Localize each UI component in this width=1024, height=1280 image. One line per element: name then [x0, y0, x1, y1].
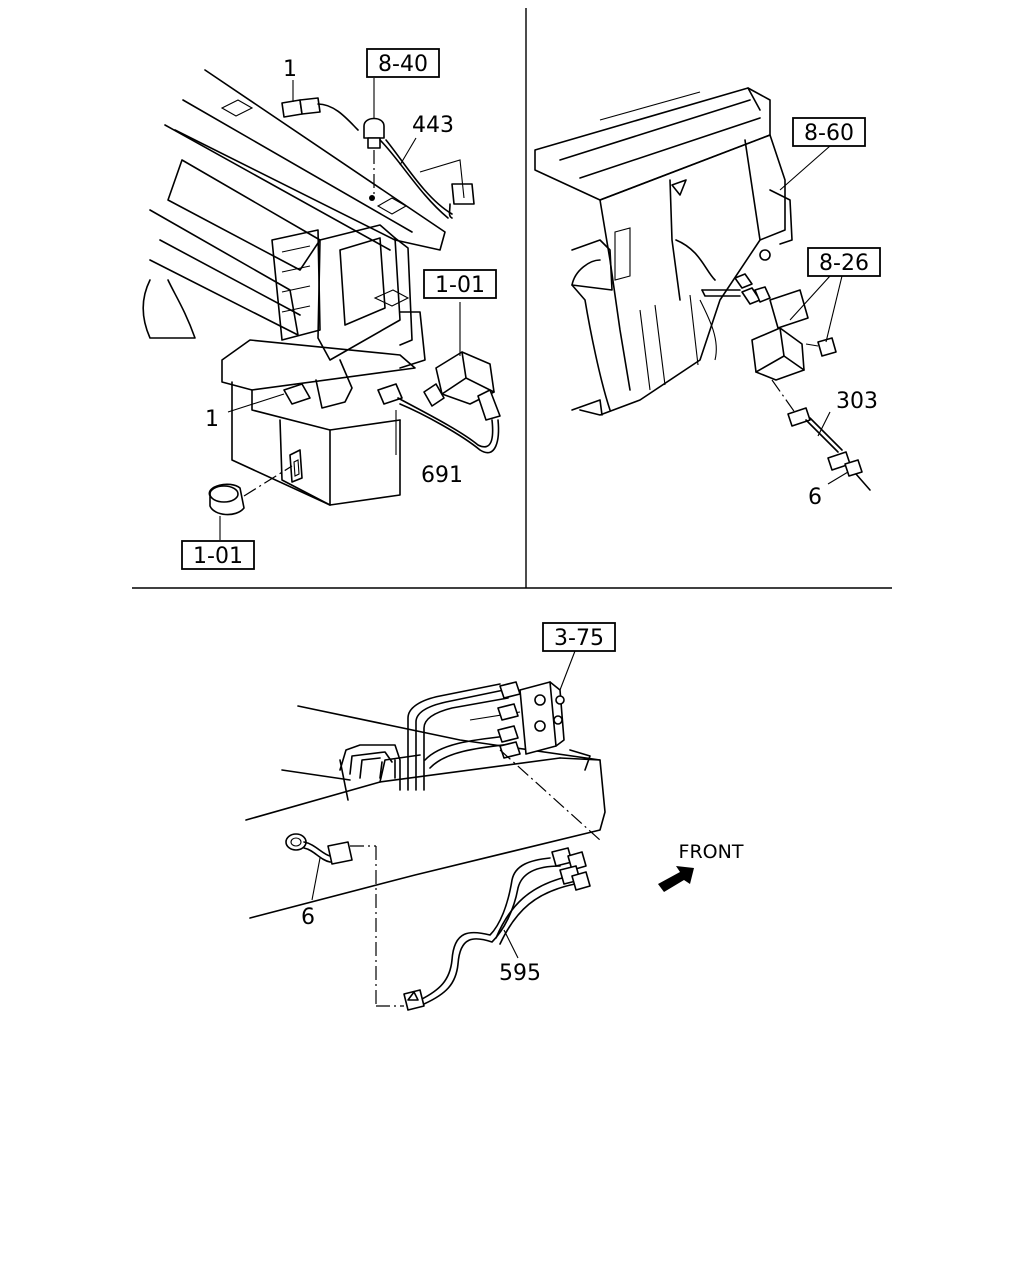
bracket-8-26 — [751, 275, 843, 381]
cable-6-bottom — [285, 833, 376, 901]
part-443-label: 443 — [412, 113, 454, 138]
part-595-label: 595 — [499, 961, 541, 986]
valve-block-3-75 — [497, 650, 601, 841]
knob-1-01-bottom — [208, 465, 293, 540]
connector-1-top — [281, 80, 359, 131]
harness-443 — [379, 137, 475, 219]
panel-dividers — [132, 8, 892, 589]
heater-unit-illustration — [534, 87, 793, 416]
front-arrow — [658, 866, 694, 892]
harness-691 — [377, 383, 500, 455]
part-691-label: 691 — [421, 463, 463, 488]
connector-1-mid — [227, 383, 311, 413]
ref-box-8-26 — [807, 247, 881, 277]
part-6-top-label: 6 — [808, 485, 822, 510]
part-1-top-label: 1 — [283, 57, 297, 82]
ref-box-3-75 — [542, 622, 616, 652]
pipes-assembly — [339, 683, 521, 791]
part-1-mid-label: 1 — [205, 407, 219, 432]
front-label: FRONT — [679, 841, 744, 863]
ref-1-01-bottom-text: 1-01 — [193, 544, 243, 569]
top-right-labels: 8-60 8-26 303 6 — [779, 117, 881, 510]
dashboard-illustration — [142, 69, 446, 506]
ref-8-26-text: 8-26 — [819, 251, 869, 276]
part-303-label: 303 — [836, 389, 878, 414]
top-left-labels: 8-40 1 443 1-01 1 691 1-01 — [181, 48, 497, 570]
ref-box-1-01-top — [423, 269, 497, 299]
bulb-8-40 — [363, 78, 385, 201]
ref-3-75-text: 3-75 — [554, 626, 604, 651]
harness-595 — [375, 846, 591, 1011]
ref-box-8-40 — [366, 48, 440, 78]
bottom-labels: 3-75 FRONT 6 595 — [301, 622, 744, 986]
ref-1-01-top-text: 1-01 — [435, 273, 485, 298]
ref-8-40-text: 8-40 — [378, 52, 428, 77]
cable-303 — [771, 379, 871, 491]
part-6-bottom-label: 6 — [301, 905, 315, 930]
ref-8-60-text: 8-60 — [804, 121, 854, 146]
ref-box-8-60 — [792, 117, 866, 147]
ref-box-1-01-bottom — [181, 540, 255, 570]
switch-1-01-top — [423, 302, 501, 421]
